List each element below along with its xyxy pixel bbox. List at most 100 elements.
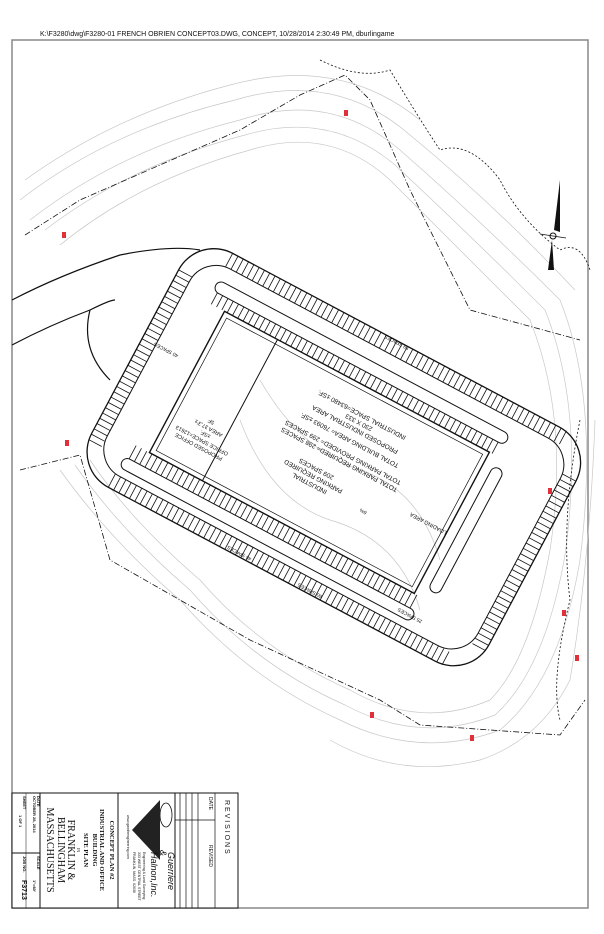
parking-stall [534, 526, 548, 535]
parking-stall [480, 627, 495, 636]
parking-stall [551, 494, 565, 503]
parking-stall [315, 301, 324, 315]
parking-stall [144, 333, 159, 341]
parking-stall [245, 507, 254, 521]
parking-stall [503, 585, 517, 593]
parking-stall [372, 574, 381, 589]
parking-stall [293, 572, 302, 587]
parking-stall [242, 309, 250, 322]
parking-stall [394, 343, 403, 357]
parking-stall [426, 360, 435, 374]
parking-stall [310, 298, 318, 312]
parking-stall [369, 377, 377, 389]
parking-stall [330, 592, 339, 606]
parking-count: 59 SPACES [383, 333, 410, 351]
scale-label: SCALE [36, 856, 41, 870]
date-label: DATE [36, 796, 41, 807]
parking-stall [96, 423, 111, 431]
parking-stall [500, 590, 515, 599]
parking-stall [537, 419, 546, 433]
parking-stall [99, 417, 114, 426]
north-arrow-icon [539, 180, 567, 270]
parking-stall [330, 552, 338, 567]
parking-stall [141, 338, 156, 347]
parking-stall [255, 512, 264, 527]
parking-stall [406, 396, 414, 409]
parking-stall [311, 346, 319, 358]
parking-stall [441, 651, 450, 665]
parking-stall [373, 332, 382, 346]
project-name: INDUSTRIAL AND OFFICE [98, 809, 105, 891]
parking-stall [105, 407, 119, 416]
parking-stall [532, 416, 541, 431]
slope-label: 6% [358, 506, 368, 515]
parking-stall [160, 462, 169, 476]
parking-stall [474, 385, 483, 400]
parking-stall [165, 465, 174, 479]
parking-stall [221, 298, 229, 311]
parking-stall [277, 564, 286, 578]
parking-stall [136, 349, 150, 357]
parking-stall [287, 529, 296, 544]
scale-value: 1"=60' [32, 880, 37, 892]
parking-stall [133, 354, 147, 363]
parking-stall [258, 317, 266, 330]
parking-stall [139, 490, 148, 505]
parking-stall [497, 595, 512, 604]
plot-stamp: K:\F3280\dwg\F3280-01 FRENCH OBRIEN CONC… [40, 31, 395, 38]
project-name: SITE PLAN [82, 833, 89, 867]
parking-stall [279, 329, 287, 342]
parking-stall [399, 628, 408, 643]
parking-stall [410, 351, 419, 366]
parking-stall [250, 549, 259, 564]
parking-stall [171, 507, 180, 522]
parking-stall [202, 484, 211, 499]
parking-stall [348, 365, 356, 378]
parking-stall [241, 261, 249, 276]
parking-stall [421, 357, 430, 372]
parking-stall [554, 489, 568, 498]
job-number: F3713 [20, 880, 27, 900]
parking-stall [128, 445, 137, 459]
parking-stall [139, 450, 148, 465]
parking-stall [118, 479, 127, 494]
parking-stall [331, 309, 339, 324]
parking-stall [262, 272, 271, 287]
parking-stall [545, 505, 560, 514]
parking-stall [175, 274, 190, 283]
parking-stall [521, 410, 530, 425]
parking-stall [248, 312, 255, 325]
parking-stall [416, 354, 424, 369]
parking-stall [93, 428, 108, 437]
parking-stall [398, 589, 407, 603]
parking-stall [378, 334, 387, 349]
location: FRANKLIN & [65, 820, 76, 881]
parking-stall [282, 566, 291, 581]
parking-stall [523, 547, 537, 556]
parking-stall [372, 614, 381, 629]
parking-stall [234, 501, 243, 516]
parking-stall [237, 306, 245, 319]
title-block: R E V I S I O N S DATE REVISED Guerriere… [11, 792, 239, 909]
parking-stall [528, 537, 543, 546]
parking-stall [506, 579, 520, 588]
firm-address: 333 WEST CENTRAL STREET [137, 852, 141, 902]
parking-stall [122, 375, 136, 384]
parking-stall [447, 371, 456, 386]
parking-stall [292, 532, 301, 547]
date-column: DATE [207, 797, 213, 811]
parking-stall [304, 295, 313, 310]
parking-stall [271, 521, 280, 536]
parking-stall [388, 583, 397, 598]
parking-stall [197, 481, 206, 496]
parking-stall [272, 561, 280, 575]
parking-stall [363, 326, 371, 341]
parking-stall [332, 357, 340, 370]
site-layout: INDUSTRIAL PARKING REQUIRED 209 SPACES T… [86, 248, 582, 667]
parking-stall [213, 490, 222, 505]
parking-stall [300, 340, 308, 353]
parking-stall [405, 348, 414, 363]
parking-stall [479, 388, 488, 403]
parking-stall [335, 595, 344, 609]
